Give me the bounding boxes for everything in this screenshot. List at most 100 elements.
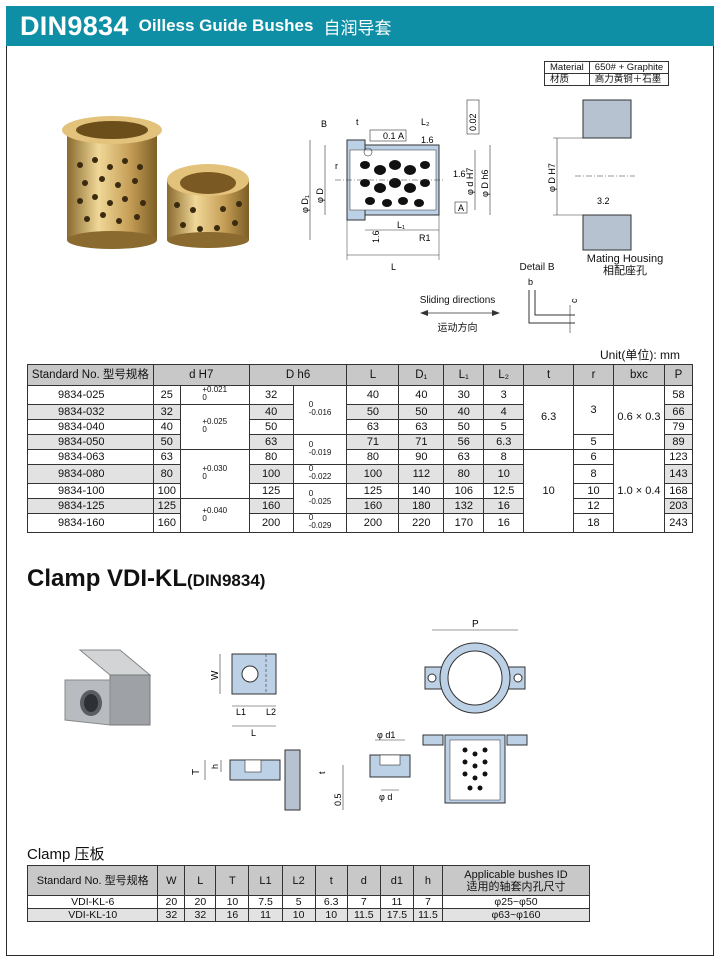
table-cell: 125 [152, 498, 181, 514]
table-cell: 168 [663, 483, 694, 499]
table-cell: 9834-050 [27, 434, 154, 450]
table-cell: 50 [248, 419, 294, 435]
housing-caption: Mating Housing 相配座孔 [586, 253, 664, 277]
label-d1: φ d1 [377, 730, 395, 740]
table-cell: 12 [573, 498, 615, 514]
table-cell: 7 [346, 895, 381, 909]
label-05: 0.5 [333, 793, 343, 806]
table-cell: t [314, 865, 348, 896]
table-cell: 9834-100 [27, 483, 154, 499]
label-h: h [210, 764, 220, 769]
table-cell: 9834-160 [27, 513, 154, 533]
table-cell: 10 [215, 895, 250, 909]
table-cell: 5 [281, 895, 316, 909]
label-rough-32: 3.2 [597, 196, 610, 206]
unit-label: Unit(单位): mm [600, 348, 680, 362]
label-A2: A [458, 203, 464, 213]
table-cell: 0.6 × 0.3 [613, 385, 665, 450]
table-cell: 16 [215, 908, 250, 922]
table-cell: 40 [152, 419, 181, 435]
table-cell: 56 [443, 434, 485, 450]
table-cell: 112 [398, 464, 445, 484]
label-D: φ D [315, 188, 325, 203]
table-cell: 160 [248, 498, 294, 514]
table-cell: 160 [152, 513, 181, 533]
table-cell: d1 [379, 865, 414, 896]
table-cell: 9834-125 [27, 498, 154, 514]
label-d: φ d [379, 792, 392, 802]
table-cell: 11.5 [346, 908, 381, 922]
table-cell: 66 [663, 404, 694, 420]
table-cell: 50 [443, 419, 485, 435]
table-cell: 10 [523, 449, 575, 533]
table-cell: 100 [152, 483, 181, 499]
table-cell: 40 [443, 404, 485, 420]
table-cell: r [573, 364, 615, 386]
detail-b-title: Detail B [519, 262, 555, 273]
table-cell: 32 [157, 908, 186, 922]
table-cell: 63 [398, 419, 445, 435]
table-cell: 8 [573, 464, 615, 484]
table-cell: P [663, 364, 694, 386]
table-cell: 80 [443, 464, 485, 484]
table-cell: 3 [573, 385, 615, 435]
table-cell: 80 [152, 464, 181, 484]
table-cell: L₂ [483, 364, 525, 386]
table-cell: VDI-KL-6 [26, 895, 159, 909]
label-R1: R1 [419, 233, 431, 243]
label-DH7: φ D H7 [547, 163, 557, 192]
product-title: Oilless Guide Bushes [138, 16, 314, 35]
table-cell: t [523, 364, 575, 386]
label-Dh6: φ D h6 [480, 170, 490, 197]
label-b: b [528, 277, 533, 287]
table-cell: 0 -0.025 [292, 483, 348, 514]
table-cell: 12.5 [483, 483, 525, 499]
table-cell: 16 [483, 498, 525, 514]
table-cell: L [184, 865, 217, 896]
sliding-arrow [420, 310, 500, 316]
table-cell: 20 [157, 895, 186, 909]
table-cell: 7.5 [248, 895, 283, 909]
table-cell: 1.0 × 0.4 [613, 449, 665, 533]
table-cell: 203 [663, 498, 694, 514]
table-cell: 123 [663, 449, 694, 465]
table-cell: 50 [398, 404, 445, 420]
table-cell: 9834-080 [27, 464, 154, 484]
label-rough1: 1.6 [421, 135, 434, 145]
table-cell: 9834-040 [27, 419, 154, 435]
clamp-assembly-side [422, 734, 528, 804]
table-cell: 材质 [544, 73, 590, 86]
label-L2: L2 [266, 707, 276, 717]
table-cell: 10 [314, 908, 348, 922]
table-cell: 30 [443, 385, 485, 405]
table-cell: 4 [483, 404, 525, 420]
table-cell: 10 [281, 908, 316, 922]
clamp-title: Clamp VDI-KL(DIN9834) [27, 565, 266, 592]
label-L: L [391, 262, 396, 272]
label-L: L [251, 728, 256, 738]
bushing-photo [62, 116, 249, 249]
label-W: W [210, 670, 221, 680]
detail-b-drawing: b c [528, 277, 579, 333]
table-cell: 170 [443, 513, 485, 533]
table-cell: 50 [346, 404, 400, 420]
table-cell: L [346, 364, 400, 386]
table-cell: d [346, 865, 381, 896]
table-cell: 高力黄铜＋石墨 [588, 73, 670, 86]
table-cell: d H7 [152, 364, 250, 386]
label-t-clamp: t [317, 771, 327, 774]
table-cell: 9834-063 [27, 449, 154, 465]
table-cell: D₁ [398, 364, 445, 386]
table-cell: φ63~φ160 [441, 908, 591, 922]
table-cell: h [412, 865, 443, 896]
table-cell: 11 [379, 895, 414, 909]
label-c: c [569, 298, 579, 303]
table-cell: 63 [152, 449, 181, 465]
label-flatness: 0.1 [383, 131, 396, 141]
table-cell: 63 [443, 449, 485, 465]
table-cell: 40 [248, 404, 294, 420]
label-B: B [321, 119, 327, 129]
